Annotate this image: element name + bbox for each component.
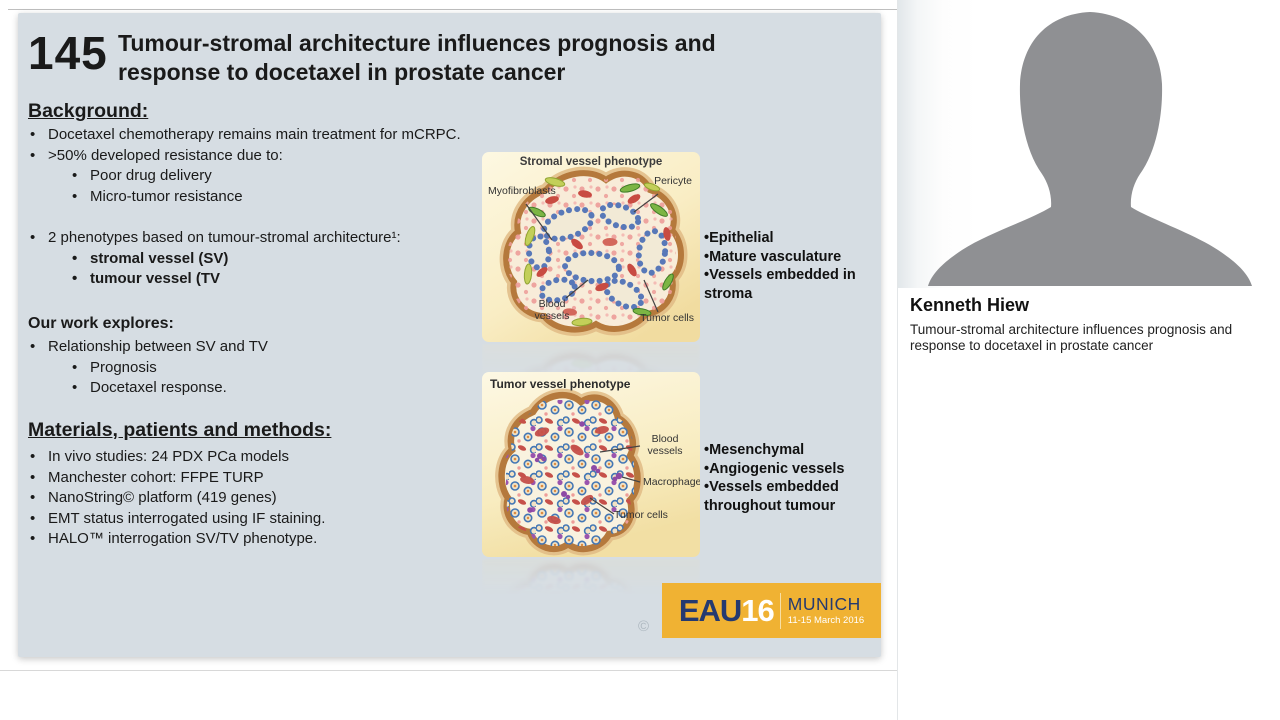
slide-title-line2: response to docetaxel in prostate cancer [118,59,566,85]
eau-logo-divider [779,592,781,629]
bullet-item: In vivo studies: 24 PDX PCa models [28,447,498,468]
bullet-item: Prognosis [28,358,498,379]
blood-vessels-label: Blood vessels [647,433,683,457]
eau-logo-text: EAU [678,592,742,628]
background-heading: Background: [28,100,149,122]
abstract-number: 145 [28,27,108,79]
slide-video-area[interactable]: 145 Tumour-stromal architecture influenc… [18,13,881,657]
video-frame-bottom-edge [0,670,897,671]
bullet-item: EMT status interrogated using IF stainin… [28,509,498,530]
slide-title-line1: Tumour-stromal architecture influences p… [118,30,716,56]
eau-logo-year: 16 [741,592,774,628]
bullet-item: NanoString© platform (419 genes) [28,488,498,509]
tumor-cells-label: Tumor cells [640,312,694,324]
figure-tumor-vessel: Tumor vessel phenotype Blood vessels Mac… [482,372,700,557]
our-work-heading: Our work explores: [28,315,174,332]
tumor-cells-label: Tumor cells [614,509,668,521]
myofibroblasts-label: Myofibroblasts [488,185,556,197]
copyright-watermark: © [638,618,650,635]
figure-stromal-vessel: Stromal vessel phenotype Myofibroblasts … [482,152,700,342]
speaker-avatar [898,0,1280,288]
speaker-name: Kenneth Hiew [910,295,1030,315]
bullet-item: 2 phenotypes based on tumour-stromal arc… [28,228,498,249]
panel-divider [897,0,898,720]
bullet-item: Relationship between SV and TV [28,337,498,358]
eau-logo-dates: 11-15 March 2016 [787,614,865,626]
pericyte-label: Pericyte [654,175,692,187]
tumor-vessel-diagram [482,372,700,557]
slide-title: Tumour-stromal architecture influences p… [118,29,868,87]
bullet-item: Manchester cohort: FFPE TURP [28,468,498,489]
background-list: Docetaxel chemotherapy remains main trea… [28,125,498,290]
our-work-list: Relationship between SV and TV Prognosis… [28,337,498,399]
eau-logo-city: MUNICH [787,594,861,614]
bullet-item: >50% developed resistance due to: [28,146,498,167]
methods-heading: Materials, patients and methods: [28,419,332,441]
bullet-item: Docetaxel chemotherapy remains main trea… [28,125,498,146]
methods-list: In vivo studies: 24 PDX PCa models Manch… [28,447,498,550]
bullet-item: stromal vessel (SV) [28,249,498,270]
bullet-item: Micro-tumor resistance [28,187,498,208]
speaker-talk-title: Tumour-stromal architecture influences p… [910,322,1233,353]
macrophage-label: Macrophage [643,476,700,488]
person-silhouette-icon [928,12,1252,286]
blood-vessels-label: Blood vessels [534,298,570,322]
bullet-item: Poor drug delivery [28,166,498,187]
bullet-item: HALO™ interrogation SV/TV phenotype. [28,529,498,550]
video-frame-top-edge [8,9,897,10]
bullet-item: Docetaxel response. [28,378,498,399]
figure-stromal-title: Stromal vessel phenotype [519,156,663,168]
stromal-annotation: •Epithelial •Mature vasculature •Vessels… [704,230,856,302]
tumor-annotation: •Mesenchymal •Angiogenic vessels •Vessel… [704,442,845,514]
figure-tumor-title: Tumor vessel phenotype [490,377,631,391]
bullet-item: tumour vessel (TV [28,269,498,290]
stromal-vessel-diagram [482,152,700,342]
